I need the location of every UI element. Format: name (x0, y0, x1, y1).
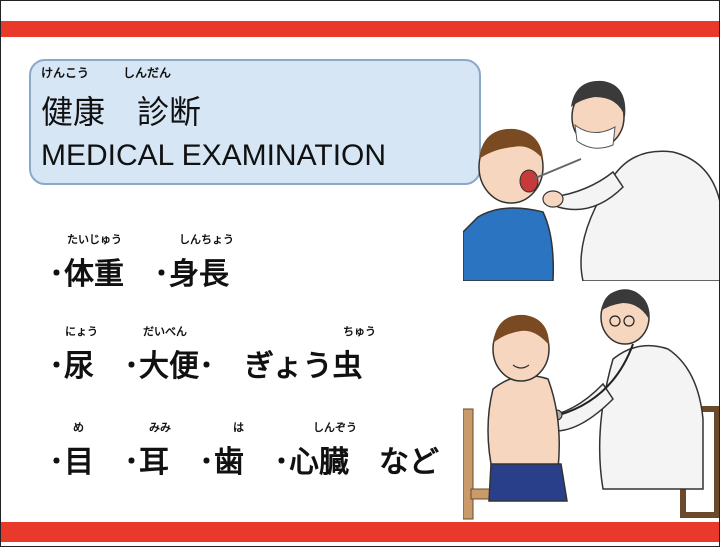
doctor-stethoscope-illustration (463, 289, 719, 520)
title-english: MEDICAL EXAMINATION (41, 139, 387, 172)
ruby-taijuu: たいじゅう (67, 233, 122, 246)
ruby-nyou: にょう (65, 325, 98, 338)
ruby-shinchou: しんちょう (179, 233, 234, 246)
ruby-me: め (73, 421, 84, 434)
top-red-bar (1, 21, 719, 37)
ruby-mimi: みみ (149, 421, 171, 434)
title-box (29, 59, 481, 185)
exam-line-1: ･体重 ･身長 (49, 257, 229, 292)
ruby-ha: は (233, 421, 244, 434)
bottom-red-bar (1, 522, 719, 542)
doctor-throat-exam-illustration (463, 80, 719, 281)
title-japanese: 健康 診断 (41, 93, 202, 131)
title-ruby-shindan: しんだん (123, 66, 172, 80)
title-ruby-kenkou: けんこう (41, 66, 90, 80)
exam-line-2: ･尿 ･大便･ ぎょう虫 (49, 349, 363, 384)
ruby-chuu: ちゅう (343, 325, 376, 338)
exam-line-3: ･目 ･耳 ･歯 ･心臓 など (49, 445, 439, 480)
ruby-shinzou: しんぞう (313, 421, 357, 434)
ruby-daiben: だいべん (143, 325, 187, 338)
